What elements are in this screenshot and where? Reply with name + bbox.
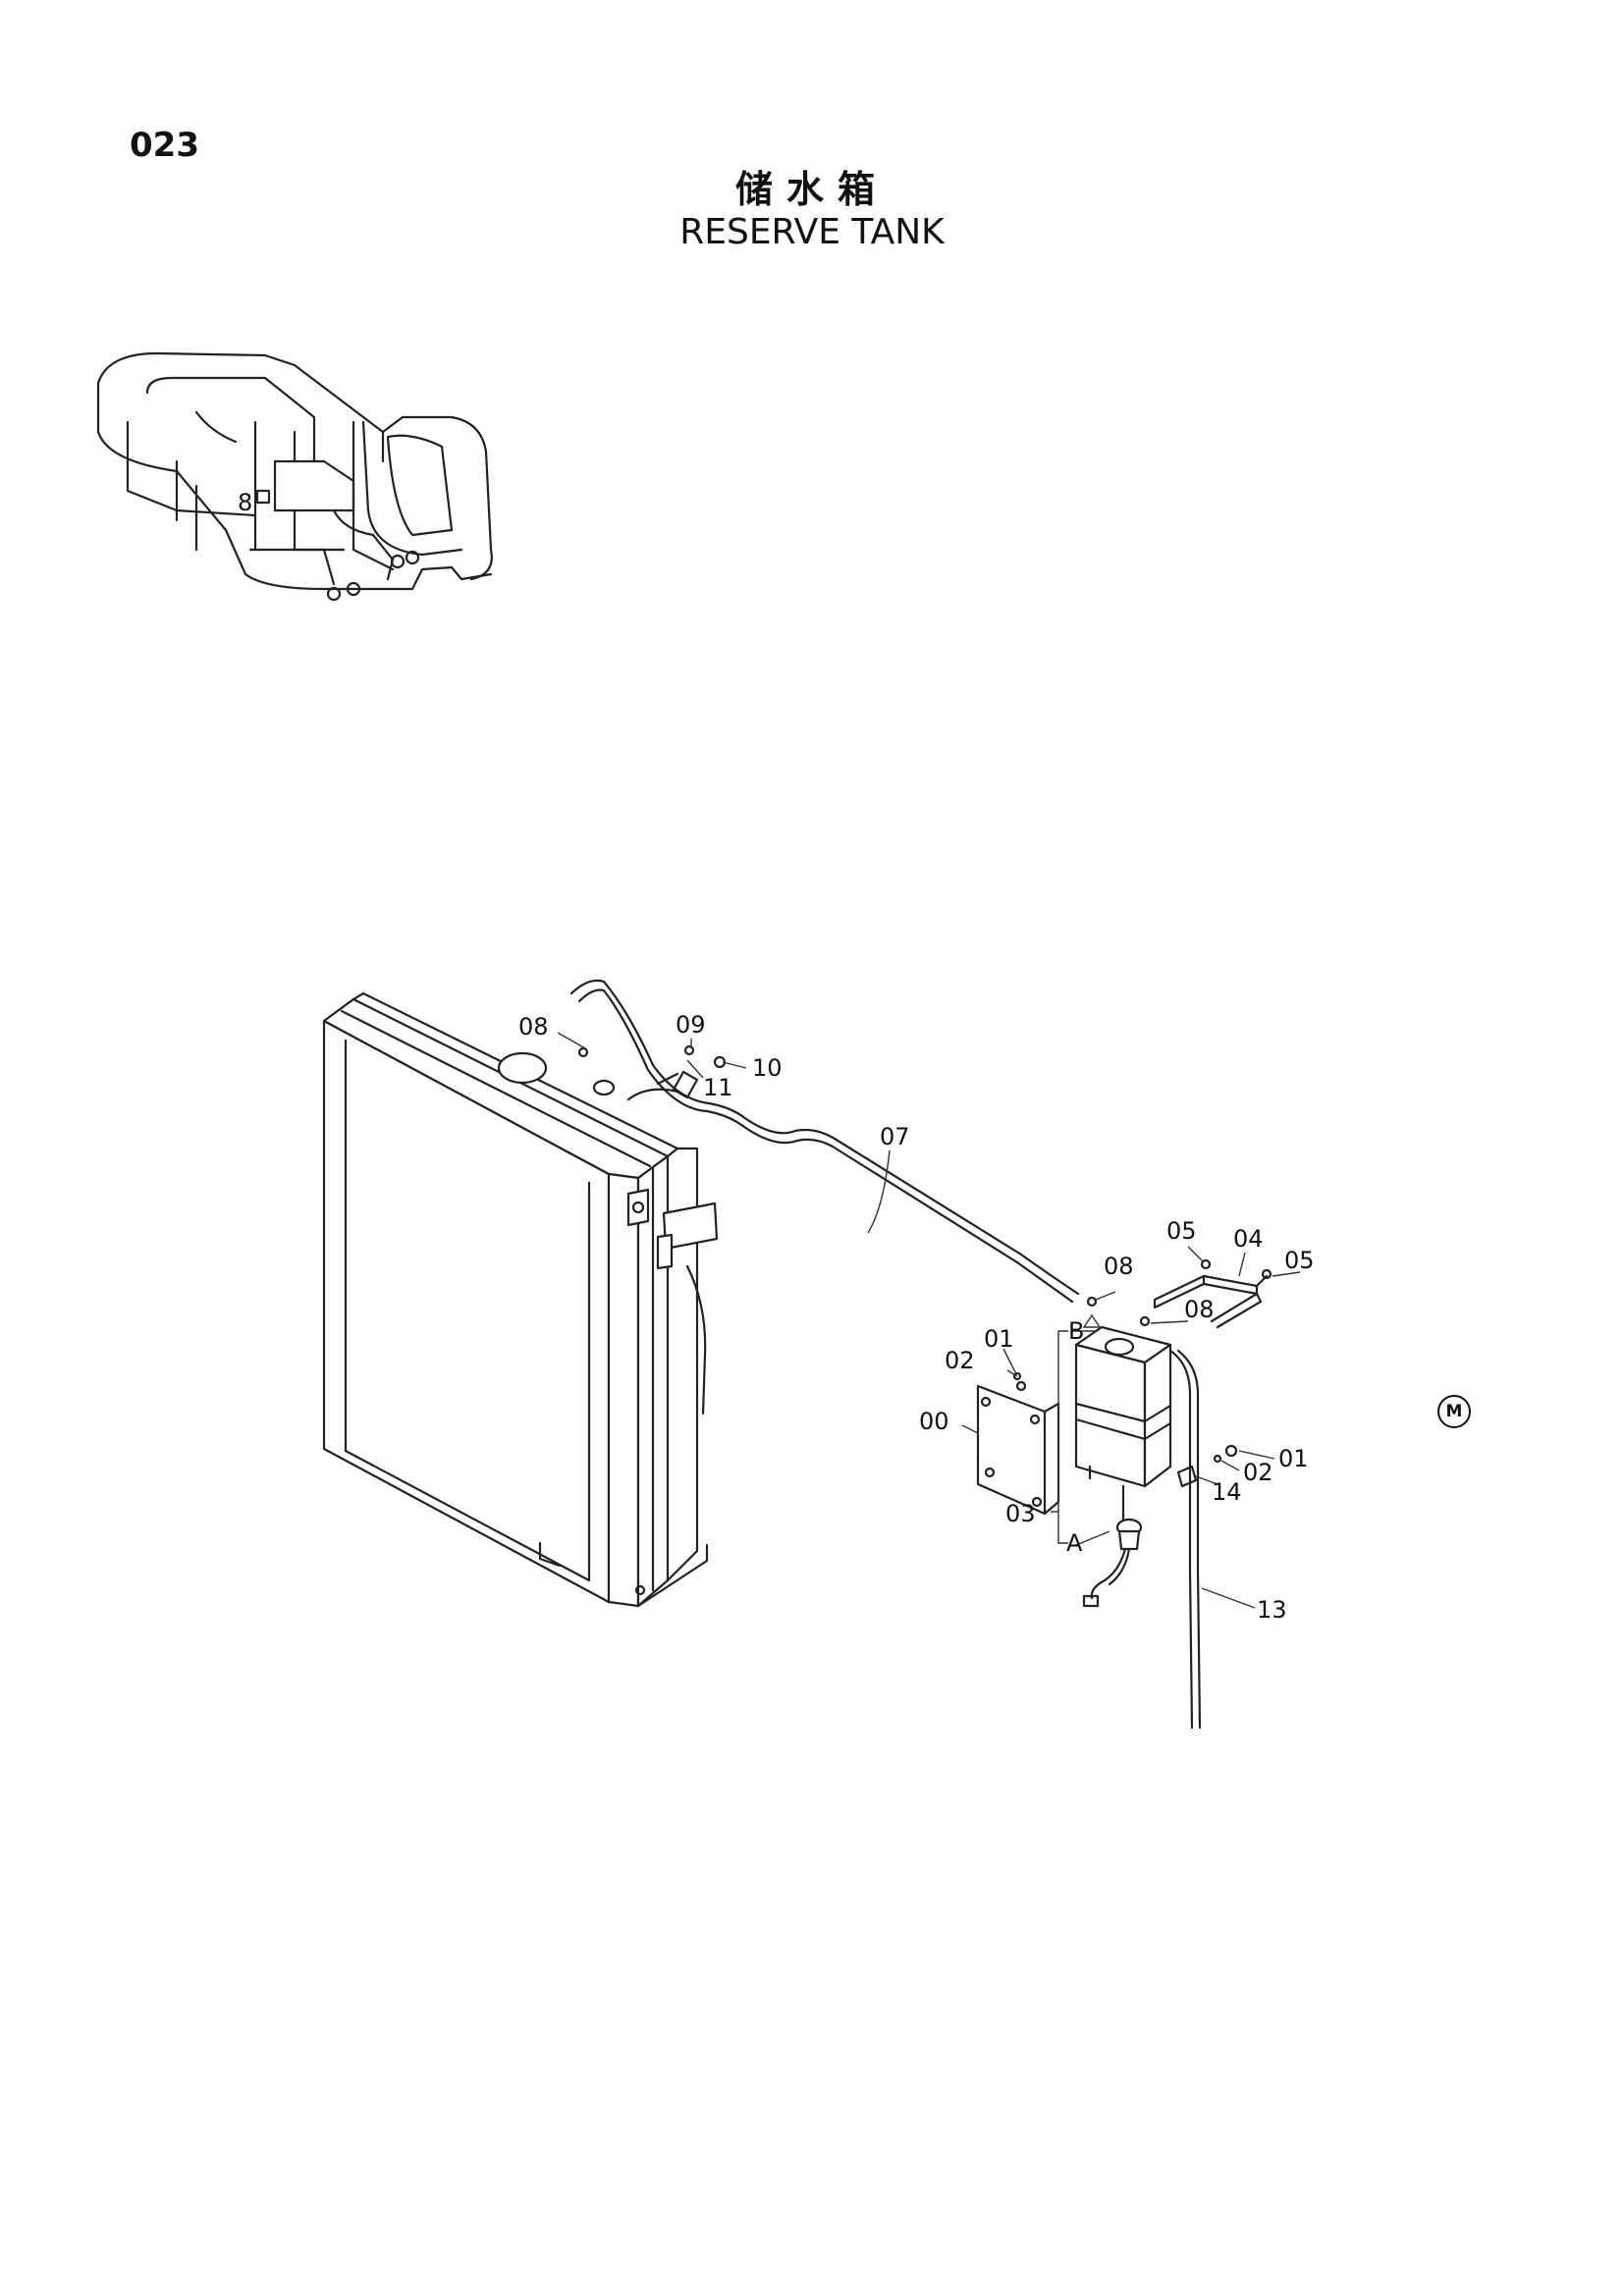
- callouts: 08 09 10 11 07 05 04 05 08 08 01 02 00 0…: [518, 1011, 1315, 1624]
- radiator: [322, 991, 719, 1608]
- callout-11: 11: [703, 1074, 733, 1101]
- title-chinese: 储水箱: [734, 168, 889, 211]
- leader-lines: [557, 1032, 1301, 1609]
- overflow-hose: [569, 979, 1080, 1304]
- callout-10: 10: [752, 1054, 783, 1082]
- callout-00: 00: [919, 1408, 949, 1435]
- callout-02-left: 02: [945, 1347, 975, 1374]
- callout-13: 13: [1257, 1596, 1287, 1624]
- callout-08-middle: 08: [1104, 1253, 1134, 1280]
- callout-B: B: [1068, 1317, 1084, 1345]
- tank-strap: [1153, 1258, 1272, 1329]
- callout-08-top: 08: [518, 1013, 549, 1041]
- machine-overview-inset: 8: [96, 351, 493, 602]
- title-english: RESERVE TANK: [679, 212, 945, 252]
- inset-label: 8: [238, 489, 252, 516]
- callout-07: 07: [880, 1123, 910, 1150]
- callout-05-right: 05: [1284, 1247, 1315, 1274]
- callout-14: 14: [1212, 1478, 1242, 1506]
- callout-A: A: [1066, 1529, 1083, 1557]
- drain-hose: [1168, 1349, 1202, 1730]
- callout-08-tank: 08: [1184, 1296, 1215, 1323]
- mounting-plate: [976, 1384, 1060, 1516]
- callout-03: 03: [1005, 1500, 1036, 1527]
- callout-04: 04: [1233, 1225, 1264, 1253]
- callout-02-right: 02: [1243, 1459, 1273, 1486]
- callout-05-left: 05: [1166, 1217, 1197, 1245]
- page-number: 023: [130, 126, 199, 165]
- callout-01-right: 01: [1278, 1445, 1309, 1472]
- callout-01-left: 01: [984, 1325, 1014, 1353]
- callout-09: 09: [676, 1011, 706, 1039]
- reserve-tank: [1074, 1325, 1172, 1608]
- circled-m-mark: M: [1437, 1395, 1471, 1428]
